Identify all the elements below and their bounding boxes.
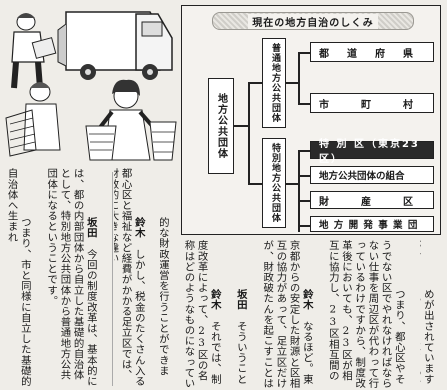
column-body: しかし、税金のたくさん入る都心区と福祉など経費がかかる足立区では、財政的に大きな… — [114, 168, 145, 387]
column-body: めが出されていますが、くるということになるわけです。 — [420, 240, 434, 388]
diagram-title: 現在の地方自治のしくみ — [248, 13, 378, 29]
column-body: なるほど。東京都からの安定した財源と区相互の協力があって、足立区だけが、財政破た… — [262, 240, 313, 389]
text-column: 鈴木 しかし、税金のたくさん入る都心区と福祉など経費がかかる足立区では、財政的に… — [114, 168, 158, 390]
box-development-corp: 地 方 開 発 事 業 団 — [310, 216, 434, 232]
column-body: つまり、市と同様に自立した基礎的自治体へ生まれ — [5, 168, 31, 387]
box-municipality: 市 町 村 — [310, 93, 434, 113]
box-prefecture: 都 道 府 県 — [310, 42, 434, 62]
text-column: つまり、市と同様に自立した基礎的自治体へ生まれ — [2, 168, 44, 390]
worker-left-icon — [11, 13, 57, 89]
local-government-structure-diagram: 現在の地方自治のしくみ 地方公共団体 普通地方公共団体 特別地方公共団体 都 道… — [181, 5, 441, 235]
text-column: 鈴木 なるほど。東京都からの安定した財源と区相互の協力があって、足立区だけが、財… — [262, 240, 326, 390]
box-special-entity: 特別地方公共団体 — [262, 138, 286, 228]
box-property-ward: 財 産 区 — [310, 191, 434, 209]
text-column: 的な財政運営を行うことができます。 — [160, 168, 182, 390]
box-ordinary-entity: 普通地方公共団体 — [262, 38, 286, 128]
column-body: そういうことです。 — [236, 320, 247, 385]
box-special-ward: 特 別 区（東京23区） — [310, 139, 434, 165]
column-body: それでは、制度改革によって、23区の名称はどのようなものになっていくのですか。 — [184, 240, 221, 389]
resident-woman-icon — [85, 79, 177, 161]
diagram-title-banner: 現在の地方自治のしくみ — [212, 12, 414, 30]
speaker-label: 鈴木 — [300, 288, 313, 311]
column-body: 今回の制度改革は、基本的には、都の内部団体から自立した基礎的自治体として、特別地… — [46, 168, 97, 387]
box-local-public-entity: 地方公共団体 — [208, 78, 234, 174]
text-column: 鈴木 それでは、制度改革によって、23区の名称はどのようなものになっていくのです… — [184, 240, 234, 390]
speaker-label: 鈴木 — [208, 288, 221, 311]
speaker-label: 鈴木 — [132, 216, 145, 239]
text-column: 坂田 今回の制度改革は、基本的には、都の内部団体から自立した基礎的自治体として、… — [46, 168, 110, 390]
worker-basket-icon — [5, 82, 61, 157]
speaker-label: 坂田 — [84, 216, 97, 239]
text-column: めが出されていますが、くるということになるわけです。 — [420, 240, 447, 390]
text-column: つまり、都心区やそうでない区でやれなければならない仕事を周辺区が代わって行ってい… — [328, 240, 418, 390]
text-column: 坂田 そういうことです。 — [236, 240, 260, 390]
garbage-truck-icon — [57, 11, 173, 80]
sanitation-workers-illustration — [0, 0, 182, 168]
column-body: 的な財政運営を行うことができます。 — [160, 216, 169, 376]
column-body: つまり、都心区やそうでない区でやれなければならない仕事を周辺区が代わって行ってい… — [328, 240, 405, 389]
speaker-label: 坂田 — [236, 288, 247, 311]
box-union: 地方公共団体の組合 — [310, 166, 434, 184]
